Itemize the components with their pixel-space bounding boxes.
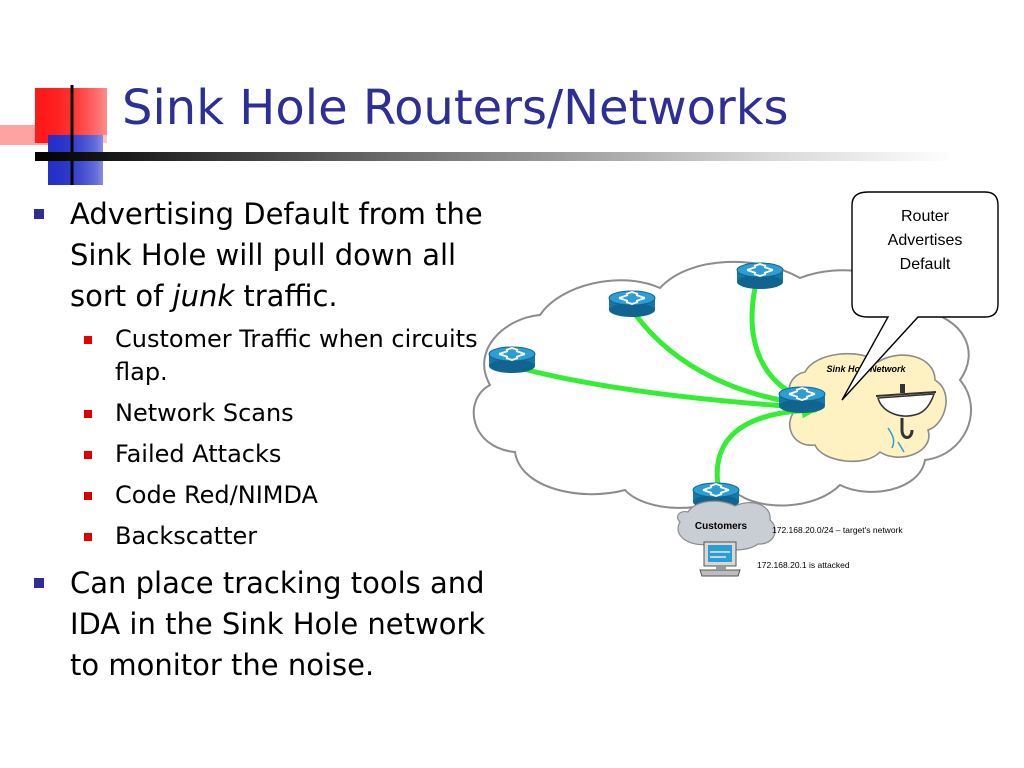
bullet-marker [34,209,44,219]
router-sinkhole-icon [778,386,826,414]
callout-line-2: Advertises [888,232,963,249]
sub-bullet-marker [84,492,92,500]
bullet-text: Can place tracking tools and IDA in the … [70,566,486,682]
sub-bullet-code-red: Code Red/NIMDA [32,479,512,512]
workstation-icon [699,541,741,577]
bullet-text-post: traffic. [234,279,338,313]
customers-label: Customers [695,521,748,532]
sub-bullet-failed-attacks: Failed Attacks [32,438,512,471]
bullet-text-emph: junk [172,279,235,313]
router-top-icon [736,262,784,290]
sub-bullet-text: Network Scans [115,399,294,427]
sub-bullet-marker [84,451,92,459]
slide-body: Advertising Default from the Sink Hole w… [32,194,512,692]
target-network-label: 172.168.20.0/24 – target's network [772,525,903,535]
sub-bullet-list: Customer Traffic when circuits flap. Net… [32,323,512,553]
sub-bullet-text: Customer Traffic when circuits flap. [115,325,478,386]
attacked-host-label: 172.168.20.1 is attacked [757,560,850,570]
sub-bullet-text: Failed Attacks [115,440,282,468]
sink-hole-cloud [788,352,947,463]
callout-line-3: Default [900,256,951,273]
sub-bullet-backscatter: Backscatter [32,520,512,553]
slide-title: Sink Hole Routers/Networks [122,80,789,136]
router-upper-left-icon [608,290,656,318]
bullet-text-pre: Advertising Default from the Sink Hole w… [70,197,483,313]
bullet-marker [34,578,44,588]
traffic-arrow-left-router [509,363,819,416]
title-underline [35,152,955,161]
callout-line-1: Router [901,208,950,225]
sub-bullet-text: Code Red/NIMDA [115,481,318,509]
sub-bullet-marker [84,410,92,418]
sub-bullet-marker [84,533,92,541]
sub-bullet-customer-traffic: Customer Traffic when circuits flap. [32,323,512,389]
sink-icon [875,384,937,453]
customers-cloud [676,500,776,551]
router-left-icon [488,346,536,374]
sub-bullet-network-scans: Network Scans [32,397,512,430]
sub-bullet-text: Backscatter [115,522,258,550]
callout-bubble [841,191,999,401]
bullet-tracking-tools: Can place tracking tools and IDA in the … [32,563,512,686]
bullet-advertising-default: Advertising Default from the Sink Hole w… [32,194,512,317]
sub-bullet-marker [84,336,92,344]
